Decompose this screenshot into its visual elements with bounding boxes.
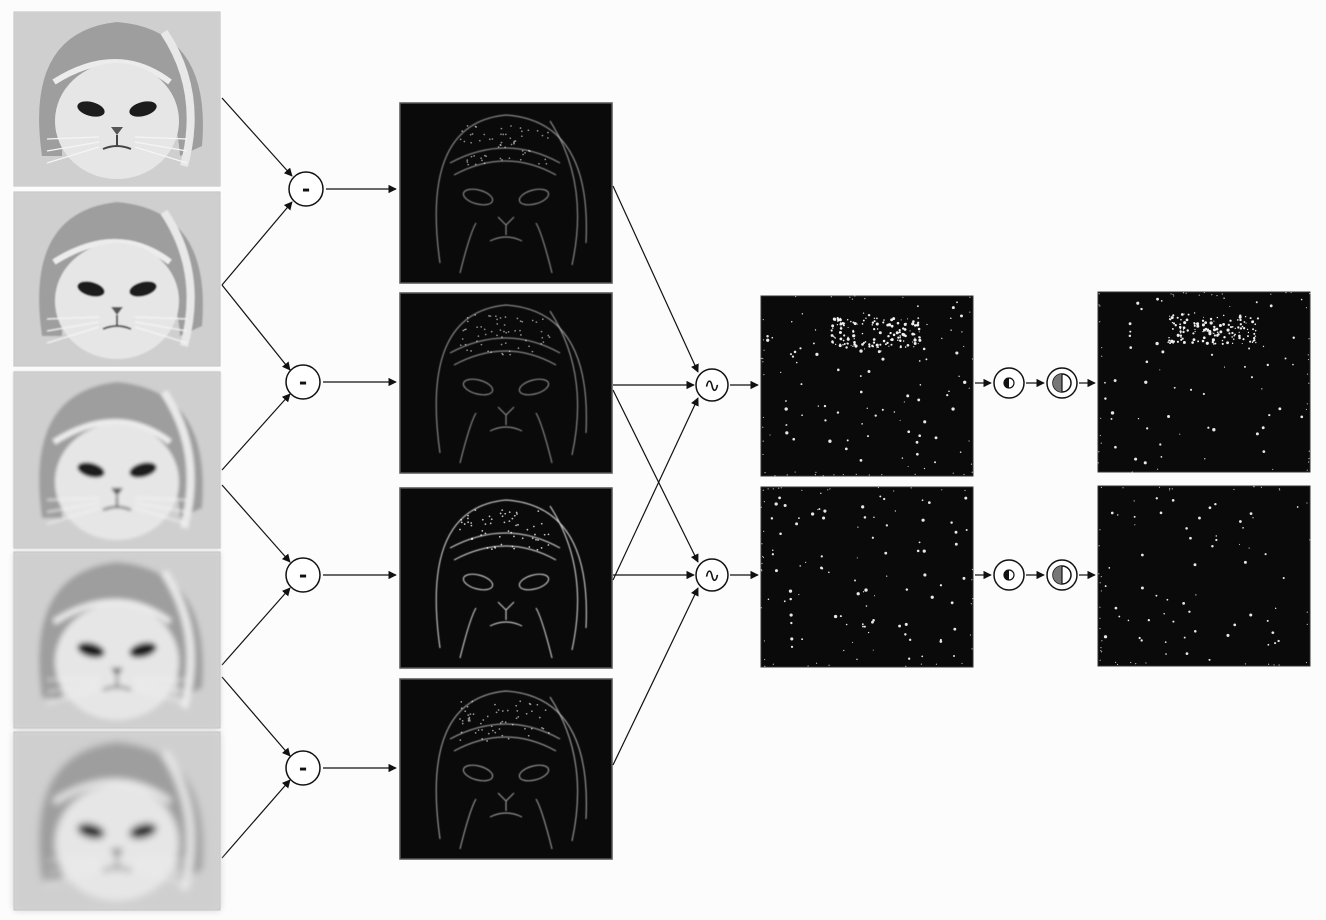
difference-of-gaussian-image xyxy=(399,292,613,474)
input-scale-image xyxy=(13,191,221,367)
filtered-keypoint-images xyxy=(1097,291,1311,667)
wave-symbol: ∿ xyxy=(704,563,721,587)
filtered-keypoint-image xyxy=(1097,291,1311,473)
input-scale-images xyxy=(13,11,221,911)
wave-symbol: ∿ xyxy=(704,373,721,397)
extrema-detection-node: ∿ xyxy=(695,558,729,592)
subtract-symbol: - xyxy=(299,370,307,394)
difference-of-gaussian-image xyxy=(399,102,613,284)
difference-images xyxy=(399,102,613,860)
keypoint-candidate-image xyxy=(760,486,974,668)
input-scale-image xyxy=(13,11,221,187)
difference-of-gaussian-image xyxy=(399,487,613,669)
keypoint-candidate-image xyxy=(760,295,974,477)
subtract-node: - xyxy=(285,364,321,400)
input-scale-image xyxy=(13,371,221,549)
keypoint-images xyxy=(760,295,974,668)
subtract-node: - xyxy=(288,171,324,207)
subtract-node: - xyxy=(285,557,321,593)
split-circle-icon xyxy=(1046,559,1078,591)
difference-of-gaussian-image xyxy=(399,678,613,860)
operation-nodes: - - - - ∿ ∿ xyxy=(285,171,1078,786)
subtract-symbol: - xyxy=(299,563,307,587)
subtract-node: - xyxy=(285,750,321,786)
half-circle-icon xyxy=(993,367,1025,399)
input-scale-image xyxy=(13,731,221,911)
input-scale-image xyxy=(13,551,221,729)
extrema-detection-node: ∿ xyxy=(695,368,729,402)
subtract-symbol: - xyxy=(302,177,310,201)
split-circle-icon xyxy=(1046,367,1078,399)
filtered-keypoint-image xyxy=(1097,485,1311,667)
connector-arrows xyxy=(221,97,1096,859)
half-circle-icon xyxy=(993,559,1025,591)
subtract-symbol: - xyxy=(299,756,307,780)
